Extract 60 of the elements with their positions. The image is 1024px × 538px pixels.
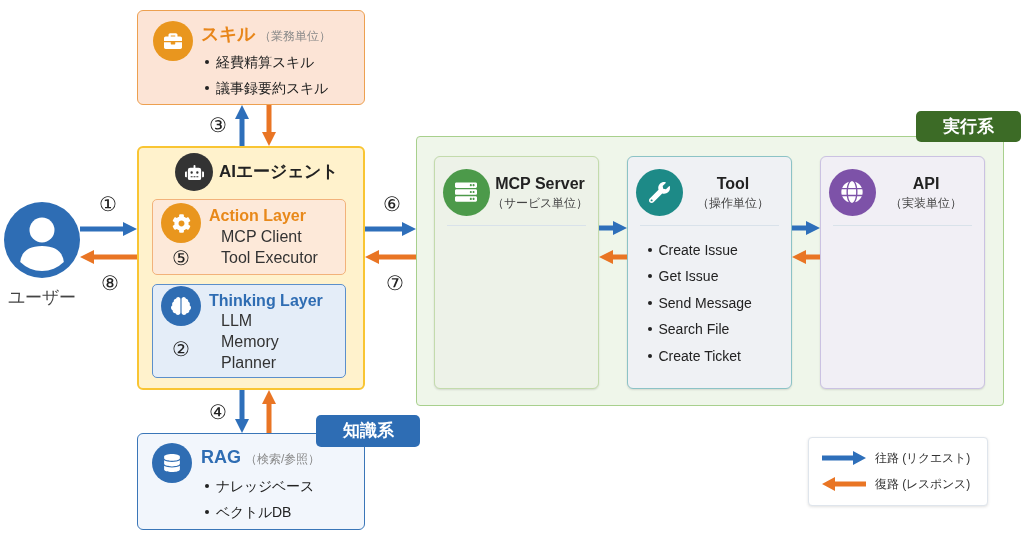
card-title: RAG xyxy=(201,446,241,469)
component-label: Tool Executor xyxy=(221,248,318,268)
list-item: Create Ticket xyxy=(658,346,741,366)
skill-panel xyxy=(137,10,365,105)
edge-label: ③ xyxy=(208,113,228,137)
card-title: スキル xyxy=(201,23,255,46)
arrow xyxy=(792,221,820,235)
card-subtitle: （実装単位） xyxy=(890,195,962,211)
arrow xyxy=(792,250,820,264)
edge-label: ⑦ xyxy=(385,271,405,295)
card-title: Tool xyxy=(716,173,750,194)
arrow xyxy=(80,222,137,236)
arrow xyxy=(599,221,627,235)
card-title: API xyxy=(912,173,940,194)
arrow xyxy=(235,390,249,433)
arrow xyxy=(599,250,627,264)
card-title: MCP Server xyxy=(495,173,585,194)
list-item: Send Message xyxy=(658,293,752,313)
step-number: ② xyxy=(171,337,191,361)
action-layer-box xyxy=(152,199,346,275)
card-subtitle: （サービス単位） xyxy=(492,195,588,211)
arrow xyxy=(262,105,276,146)
list-item: Get Issue xyxy=(658,267,719,287)
panel-title: AIエージェント xyxy=(219,161,338,183)
arrow xyxy=(365,250,416,264)
component-label: Memory xyxy=(221,332,279,352)
list-item: ベクトルDB xyxy=(216,503,292,522)
list-item: Search File xyxy=(658,320,730,340)
user-label: ユーザー xyxy=(8,287,76,309)
category-tag: 実行系 xyxy=(916,111,1021,142)
list-item: ナレッジベース xyxy=(216,477,314,496)
card-subtitle: （操作単位） xyxy=(697,195,769,211)
edge-label: ⑧ xyxy=(100,271,120,295)
component-label: Planner xyxy=(221,353,278,373)
legend-text: 復路 (レスポンス) xyxy=(875,476,971,493)
category-tag: 知識系 xyxy=(316,415,420,447)
edge-label: ① xyxy=(98,192,118,216)
arrow xyxy=(235,105,249,146)
layer-title: Action Layer xyxy=(209,206,306,226)
arrow xyxy=(365,222,416,236)
api-card xyxy=(819,155,985,389)
thinking-layer-box xyxy=(152,284,346,378)
legend-text: 往路 (リクエスト) xyxy=(875,450,971,467)
arrow xyxy=(262,390,276,433)
execution-group-panel xyxy=(416,136,1004,406)
card-subtitle: （業務単位） xyxy=(259,28,331,44)
agent-panel xyxy=(137,146,365,390)
step-number: ⑤ xyxy=(171,246,191,270)
layer-title: Thinking Layer xyxy=(209,291,323,311)
card-subtitle: （検索/参照） xyxy=(245,451,321,467)
edge-label: ④ xyxy=(208,400,228,424)
component-label: MCP Client xyxy=(221,227,303,247)
tool-card xyxy=(626,155,792,389)
component-label: LLM xyxy=(221,311,254,331)
server-card xyxy=(433,155,599,389)
arrow xyxy=(80,250,137,264)
edge-label: ⑥ xyxy=(382,192,402,216)
list-item: 議事録要約スキル xyxy=(216,79,328,98)
list-item: Create Issue xyxy=(658,240,738,260)
list-item: 経費精算スキル xyxy=(216,53,314,72)
